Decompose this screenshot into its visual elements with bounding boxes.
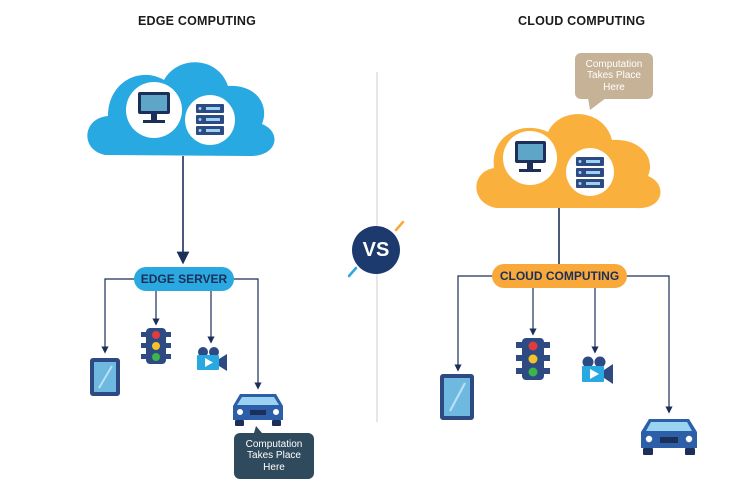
traffic-light-icon: [141, 328, 171, 364]
video-camera-icon: [582, 356, 613, 384]
car-icon: [233, 394, 283, 426]
cloud-computing-hub-label: CLOUD COMPUTING: [492, 264, 627, 288]
connector-car: [233, 278, 262, 390]
cloud-computing-title: CLOUD COMPUTING: [518, 14, 646, 28]
car-icon: [641, 419, 697, 455]
edge-server-label: EDGE SERVER: [134, 267, 234, 291]
edge-computation-callout: Computation Takes Place Here: [234, 433, 314, 479]
traffic-light-icon: [516, 338, 550, 380]
cloud-computation-callout: Computation Takes Place Here: [575, 53, 653, 99]
server-rack-icon: [185, 95, 235, 145]
vs-badge: VS: [352, 226, 400, 274]
cloud-callout-tail: [588, 98, 606, 110]
monitor-icon: [503, 131, 557, 185]
connector-car: [626, 275, 673, 414]
vs-accent-orange: [394, 220, 405, 232]
vs-accent-blue: [347, 266, 358, 278]
edge-computing-title: EDGE COMPUTING: [138, 14, 257, 28]
monitor-icon: [126, 82, 182, 138]
connector-tablet: [454, 275, 493, 372]
connector-tablet: [101, 278, 135, 354]
tablet-icon: [90, 358, 120, 396]
tablet-icon: [440, 374, 474, 420]
video-camera-icon: [197, 347, 227, 371]
server-rack-icon: [566, 148, 614, 196]
edge-callout-tail: [254, 426, 262, 433]
